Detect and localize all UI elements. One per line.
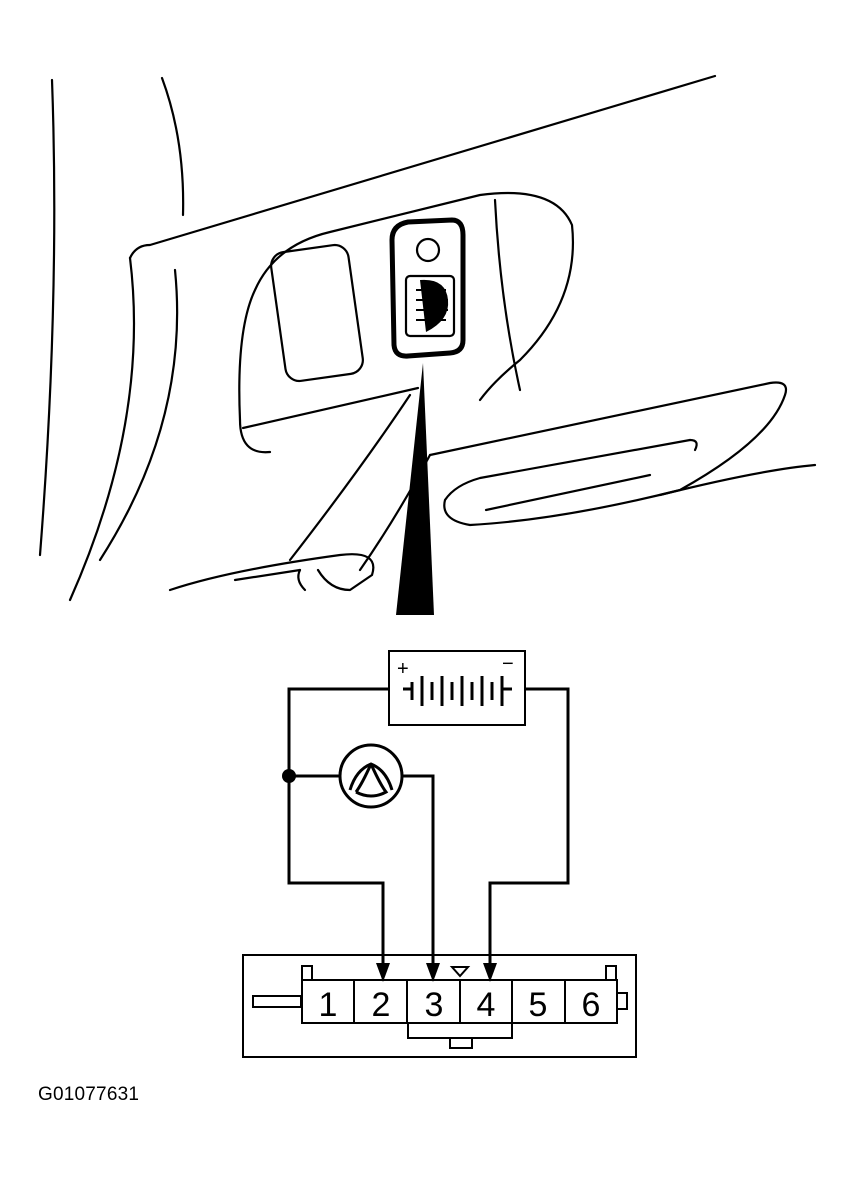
arrowhead-pin-4	[483, 963, 497, 982]
arrowhead-pin-2	[376, 963, 390, 982]
pin-label-1: 1	[319, 986, 338, 1024]
dashboard-illustration	[38, 74, 817, 602]
figure-id: G01077631	[38, 1084, 140, 1105]
pin-label-3: 3	[425, 986, 444, 1024]
battery-negative-sign: −	[502, 653, 514, 675]
pin-label-2: 2	[372, 986, 391, 1024]
battery-icon: + −	[388, 650, 526, 726]
connector: 1 2 3 4 5 6	[242, 954, 637, 1058]
pin-label-6: 6	[582, 986, 601, 1024]
wire-junction	[282, 769, 296, 783]
dimmer-switch-icon	[389, 217, 466, 359]
pin-1-marker-icon	[449, 966, 471, 978]
battery-positive-sign: +	[397, 658, 409, 680]
pointer-arrow-icon	[396, 363, 434, 615]
arrowhead-pin-3	[426, 963, 440, 982]
bulb-icon	[338, 743, 404, 809]
wiring-schematic: + −	[242, 650, 637, 1058]
pin-label-4: 4	[477, 986, 496, 1024]
pin-label-5: 5	[529, 986, 548, 1024]
